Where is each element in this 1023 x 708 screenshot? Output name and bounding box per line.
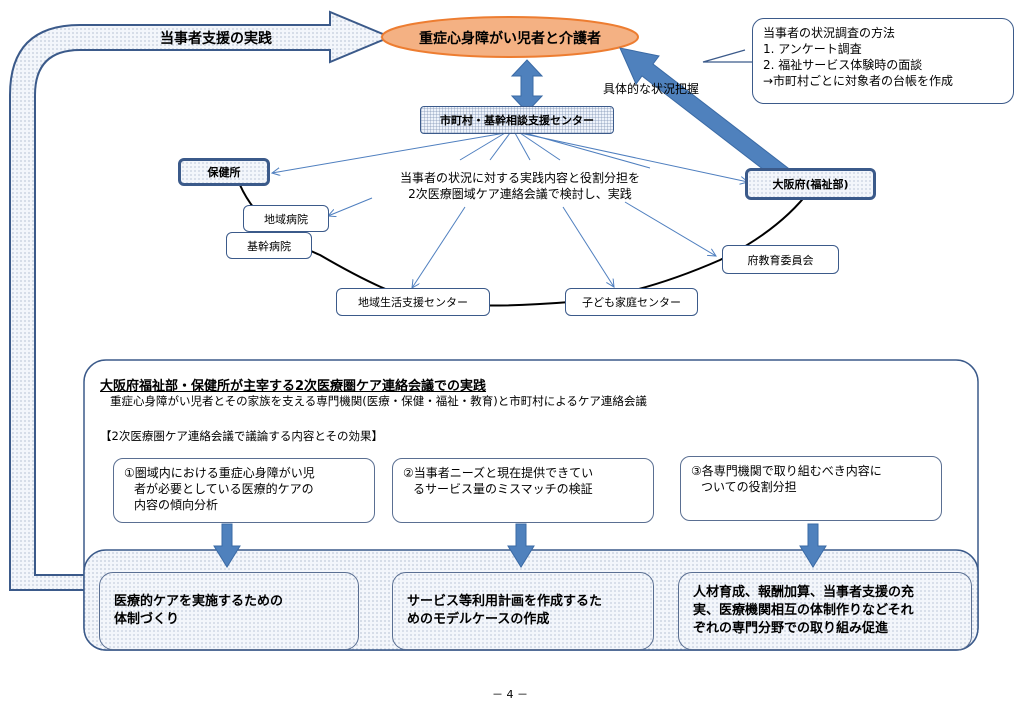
double-arrow-icon (510, 59, 544, 113)
result-box-2: サービス等利用計画を作成するた めのモデルケースの作成 (392, 572, 654, 650)
result-line: 医療的ケアを実施するための (114, 594, 284, 609)
core-hospital-label: 基幹病院 (247, 239, 291, 253)
municipal-center-node[interactable]: 市町村・基幹相談支援センター (420, 106, 614, 134)
child-family-center-node[interactable]: 子ども家庭センター (565, 288, 698, 316)
callout-line: 1. アンケート調査 (763, 42, 862, 56)
result-line: ぞれの専門分野での取り組み促進 (693, 621, 889, 636)
life-support-center-label: 地域生活支援センター (358, 296, 468, 309)
municipal-center-label: 市町村・基幹相談支援センター (440, 114, 594, 127)
section-heading: 【2次医療圏ケア連絡会議で議論する内容とその効果】 (100, 429, 383, 443)
result-line: 実、医療機関相互の体制作りなどそれ (693, 603, 914, 618)
result-box-1: 医療的ケアを実施するための 体制づくり (99, 572, 359, 650)
target-group-label: 重症心身障がい児者と介護者 (419, 31, 601, 47)
practice-arrow-shape (9, 10, 393, 591)
item-line: 者が必要としている医療的ケアの (134, 482, 314, 496)
result-line: めのモデルケースの作成 (407, 612, 550, 627)
item-line: ①圏域内における重症心身障がい児 (124, 466, 315, 480)
page-number: － 4 － (492, 688, 528, 701)
callout-tail (702, 49, 755, 63)
callout-line: 2. 福祉サービス体験時の面談 (763, 58, 923, 72)
child-family-center-label: 子ども家庭センター (582, 296, 681, 309)
osaka-pref-label: 大阪府(福祉部) (772, 178, 849, 191)
regional-hospital-label: 地域病院 (264, 212, 308, 226)
item-line: ③各専門機関で取り組むべき内容に (691, 464, 882, 478)
result-line: 体制づくり (114, 612, 180, 627)
result-line: 人材育成、報酬加算、当事者支援の充 (693, 585, 915, 600)
item-line: ②当事者ニーズと現在提供できてい (403, 466, 594, 480)
item-line: るサービス量のミスマッチの検証 (413, 482, 593, 496)
result-box-3: 人材育成、報酬加算、当事者支援の充 実、医療機関相互の体制作りなどそれ ぞれの専… (678, 572, 972, 650)
core-hospital-node[interactable]: 基幹病院 (226, 232, 312, 259)
pref-education-board-node[interactable]: 府教育委員会 (722, 245, 839, 274)
connector-lines (272, 132, 748, 288)
practice-arrow-label: 当事者支援の実践 (160, 31, 272, 47)
osaka-pref-node[interactable]: 大阪府(福祉部) (745, 168, 876, 200)
connector-stubs (459, 132, 651, 169)
grasp-label: 具体的な状況把握 (603, 82, 700, 96)
panel-subtitle: 重症心身障がい児者とその家族を支える専門機関(医療・保健・福祉・教育)と市町村に… (110, 394, 647, 408)
center-description: 当事者の状況に対する実践内容と役割分担を 2次医療圏域ケア連絡会議で検討し、実践 (370, 170, 670, 202)
callout-line: 当事者の状況調査の方法 (763, 26, 896, 40)
center-description-line: 当事者の状況に対する実践内容と役割分担を (399, 171, 640, 185)
grasp-arrow-icon (619, 47, 789, 181)
item-line: ついての役割分担 (701, 480, 797, 494)
down-arrows (213, 523, 827, 568)
pref-education-board-label: 府教育委員会 (747, 253, 814, 267)
ellipse-shape (381, 16, 639, 58)
discussion-item-2: ②当事者ニーズと現在提供できてい るサービス量のミスマッチの検証 (392, 458, 654, 523)
callout-line: →市町村ごとに対象者の台帳を作成 (763, 74, 954, 88)
health-center-label: 保健所 (207, 166, 241, 179)
regional-hospital-node[interactable]: 地域病院 (243, 205, 329, 232)
item-line: 内容の傾向分析 (134, 498, 219, 512)
life-support-center-node[interactable]: 地域生活支援センター (336, 288, 490, 316)
panel-title: 大阪府福祉部・保健所が主宰する2次医療圏ケア連絡会議での実践 (100, 379, 487, 394)
result-line: サービス等利用計画を作成するた (407, 594, 603, 609)
discussion-item-3: ③各専門機関で取り組むべき内容に ついての役割分担 (680, 456, 942, 521)
discussion-item-1: ①圏域内における重症心身障がい児 者が必要としている医療的ケアの 内容の傾向分析 (113, 458, 375, 523)
center-description-line: 2次医療圏域ケア連絡会議で検討し、実践 (408, 187, 632, 201)
health-center-node[interactable]: 保健所 (178, 158, 270, 186)
survey-method-callout: 当事者の状況調査の方法 1. アンケート調査 2. 福祉サービス体験時の面談 →… (752, 18, 1014, 104)
